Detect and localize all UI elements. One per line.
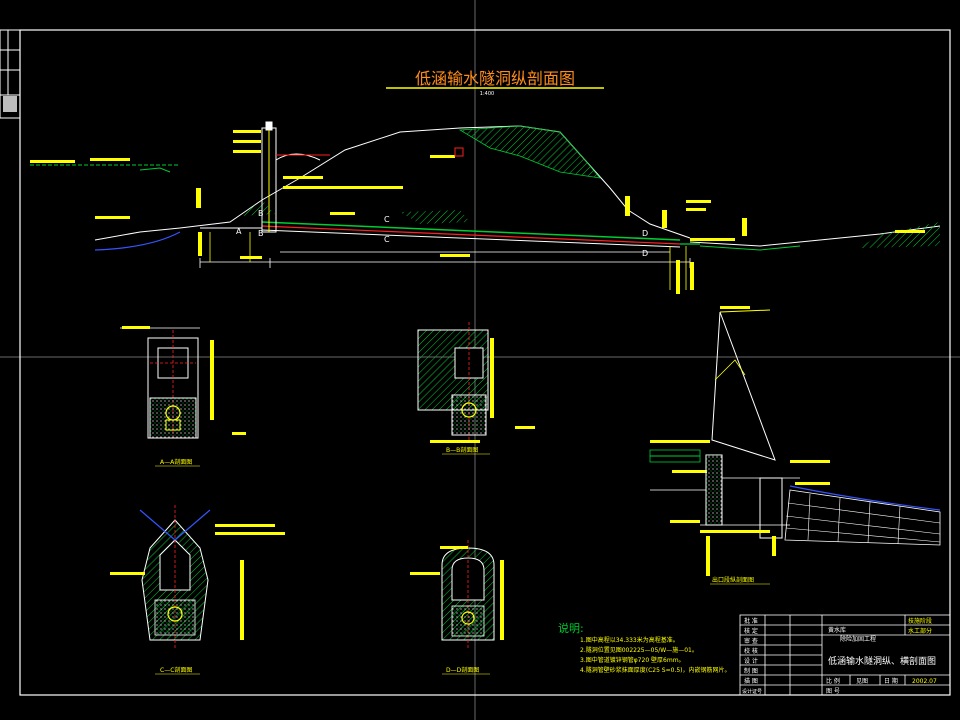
upstream-terrain: [94, 227, 181, 241]
intake-tower: [261, 121, 330, 233]
outlet-riprap: [784, 489, 941, 546]
tb-date-value: 2002.07: [912, 678, 937, 685]
section-marker-b: B: [258, 209, 264, 218]
tb-stage-1: 技施阶段: [908, 617, 932, 625]
section-marker-c2: C: [384, 235, 390, 244]
tb-stage-2: 水工部分: [908, 627, 932, 635]
left-margin-block: [0, 29, 21, 119]
tb-row-5: 设 计: [744, 657, 758, 665]
drawing-title: 低涵输水隧洞纵剖面图: [415, 69, 575, 88]
tb-row-4: 校 核: [744, 647, 758, 655]
section-c-caption: C—C剖面图: [160, 666, 192, 674]
section-b-b: B—B剖面图: [417, 322, 535, 455]
section-marker-d2: D: [642, 249, 648, 258]
tb-org-2: 除险加固工程: [840, 635, 876, 643]
tb-row-6: 制 图: [744, 667, 758, 675]
elevation-labels: [30, 130, 925, 294]
section-a-caption: A—A剖面图: [160, 458, 192, 466]
note-1: 1.图中高程以34.333米为高程基准。: [580, 636, 679, 644]
tunnel-invert-line: [261, 225, 681, 245]
outlet-section: 出口段纵剖面图: [649, 306, 941, 585]
notes-heading: 说明:: [558, 621, 584, 635]
outlet-caption: 出口段纵剖面图: [712, 576, 754, 584]
notes-block: 说明: 1.图中高程以34.333米为高程基准。 2.隧洞位置见图002225—…: [558, 621, 731, 674]
tunnel-floor-line: [261, 229, 681, 248]
tb-row-3: 审 查: [744, 637, 758, 645]
tb-org-1: 黄水库: [828, 626, 846, 634]
section-marker-d: D: [642, 229, 648, 238]
section-marker-c: C: [384, 215, 390, 224]
tb-ratio-label: 比 例: [826, 677, 840, 685]
note-2: 2.隧洞位置见图002225—05/W—施—01。: [580, 646, 698, 654]
hill-vegetation: [458, 125, 601, 179]
section-d-caption: D—D剖面图: [446, 666, 479, 674]
tb-row-7: 描 图: [744, 677, 758, 685]
drawing-frame: [19, 29, 951, 696]
section-a-a: A—A剖面图: [120, 326, 246, 467]
tb-row-2: 核 定: [744, 627, 758, 635]
tunnel-crown-line: [261, 221, 681, 241]
title-scale: 1:400: [480, 91, 494, 97]
title-block-text: 批 准 核 定 审 查 校 核 设 计 制 图 描 图 设计证号 黄水库 除险加…: [742, 617, 937, 695]
section-d-d: D—D剖面图: [410, 540, 504, 675]
section-b-caption: B—B剖面图: [446, 446, 478, 454]
slope-vegetation: [400, 210, 470, 224]
section-marker-a: A: [236, 227, 242, 236]
tb-number-label: 图 号: [826, 688, 840, 695]
note-4: 4.隧洞管壁砂浆抹面厚度(C25 S=0.5)，内嵌钢筋网片。: [580, 666, 731, 674]
tb-row-8: 设计证号: [742, 688, 762, 695]
section-c-c: C—C剖面图: [110, 505, 285, 675]
longitudinal-profile: A B B C C D D: [30, 121, 941, 294]
tb-drawing-name: 低涵输水隧洞纵、横剖面图: [828, 655, 936, 667]
note-3: 3.图中管道镀锌钢管φ720 壁厚6mm。: [580, 656, 685, 664]
title-block: [739, 614, 951, 696]
section-marker-b2: B: [258, 229, 264, 238]
tb-date-label: 日 期: [884, 677, 898, 685]
tb-ratio-value: 见图: [856, 678, 868, 685]
tb-row-1: 批 准: [744, 617, 758, 625]
